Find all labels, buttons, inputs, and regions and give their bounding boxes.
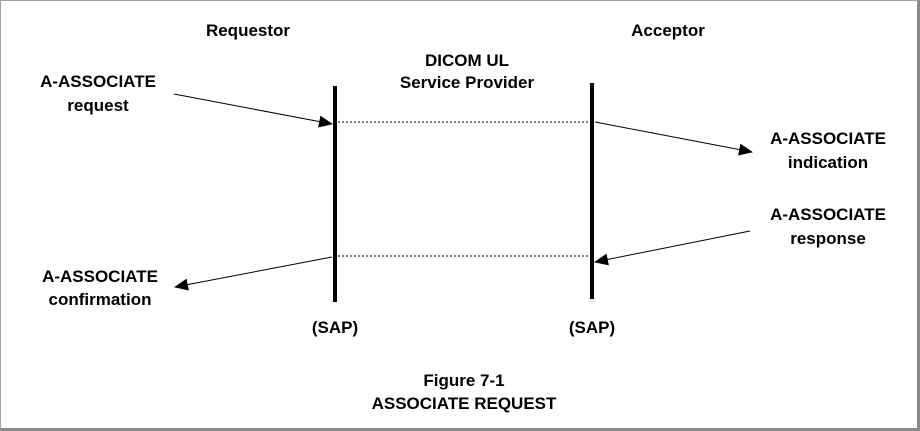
provider-heading-line2: Service Provider [399, 73, 535, 92]
confirmation-arrow [174, 256, 333, 291]
indication-label-line2: indication [787, 153, 869, 172]
requestor-heading: Requestor [205, 21, 291, 40]
acceptor-heading: Acceptor [631, 21, 705, 40]
figure-number: Figure 7-1 [423, 371, 505, 390]
request-arrow [173, 93, 333, 128]
confirmation-label-line2: confirmation [48, 290, 152, 309]
response-label-line2: response [790, 229, 866, 248]
indication-label-line1: A-ASSOCIATE [770, 129, 886, 148]
provider-heading-line1: DICOM UL [424, 51, 510, 70]
response-arrow [594, 230, 751, 266]
request-label-line1: A-ASSOCIATE [40, 72, 156, 91]
figure-title: ASSOCIATE REQUEST [371, 394, 557, 413]
left-sap-label: (SAP) [311, 318, 359, 337]
right-sap-label: (SAP) [568, 318, 616, 337]
response-label-line1: A-ASSOCIATE [770, 205, 886, 224]
indication-arrow [594, 121, 753, 156]
confirmation-label-line1: A-ASSOCIATE [42, 267, 158, 286]
request-label-line2: request [67, 96, 129, 115]
